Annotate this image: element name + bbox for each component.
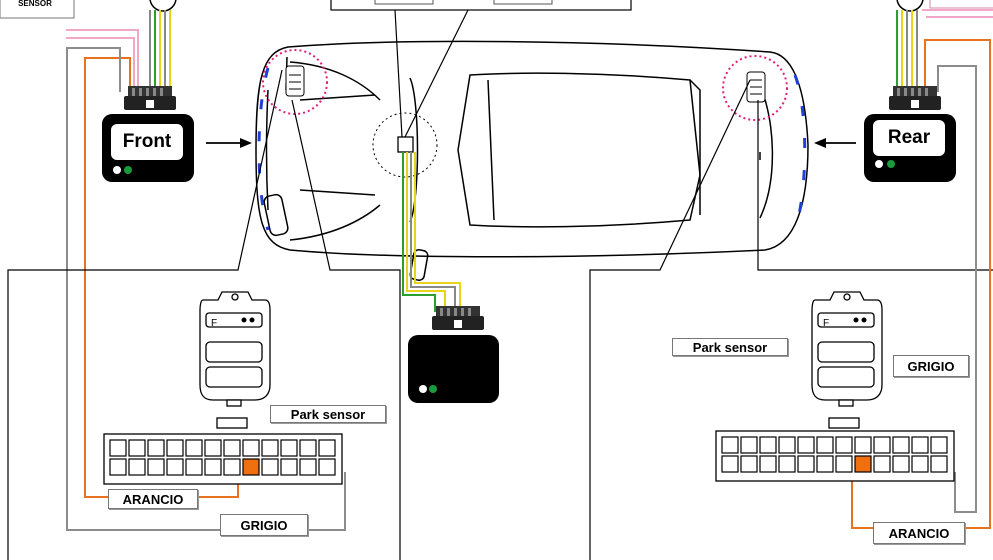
right-pin-pin (873, 436, 891, 454)
right-pin-pin (759, 455, 777, 473)
left-pin-pin (223, 439, 241, 457)
right-pin-connector (715, 430, 955, 482)
left-pin-pin (147, 458, 165, 476)
left-pin-pin (242, 439, 260, 457)
right-pin-pin (892, 436, 910, 454)
left-pin-pin (185, 458, 203, 476)
right-pin-pin (816, 455, 834, 473)
top-callout-box (330, 0, 632, 11)
callout-lines (7, 9, 993, 560)
left-pin-pin (166, 458, 184, 476)
right-pin-pin (930, 455, 948, 473)
left-sensor-round (149, 0, 177, 12)
right-pin-pin (911, 436, 929, 454)
left-pin-connector (103, 433, 343, 485)
left-grey-wire (66, 47, 346, 531)
rear-ecu-highlight (722, 55, 788, 121)
left-pin-pin (318, 458, 336, 476)
left-pin-pin (299, 458, 317, 476)
svg-text:F: F (211, 318, 217, 329)
right-pin-pin (797, 455, 815, 473)
right-pin-pin (816, 436, 834, 454)
right-pin-pin (721, 436, 739, 454)
arancio-label-right: ARANCIO (873, 522, 965, 544)
right-pin-pin (873, 455, 891, 473)
left-pin-pin (166, 439, 184, 457)
grigio-label-left: GRIGIO (220, 514, 308, 536)
left-pin-pin (299, 439, 317, 457)
left-pin-pin (204, 458, 222, 476)
park-sensor-label-left: Park sensor (270, 405, 386, 423)
left-pin-pin (147, 439, 165, 457)
park-sensor-label-right: Park sensor (672, 338, 788, 356)
sensor-tag: SENSOR (0, 0, 75, 19)
right-pin-pin (911, 455, 929, 473)
left-pin-pin (318, 439, 336, 457)
left-pin-pin (109, 458, 127, 476)
sensor-tag-text: SENSOR (18, 0, 52, 8)
left-orange-wire (84, 57, 239, 498)
center-wire-bundle (402, 152, 461, 312)
center-junction (397, 136, 414, 153)
left-pin-pin (223, 458, 241, 476)
front-module-label: Front (111, 124, 183, 160)
right-pin-pin (835, 436, 853, 454)
left-pin-pin (280, 458, 298, 476)
rear-module-label: Rear (873, 120, 945, 156)
center-module (408, 306, 499, 403)
left-pin-pin (261, 439, 279, 457)
left-park-sensor-unit (199, 291, 271, 429)
left-pin-pin (261, 458, 279, 476)
right-pin-pin (835, 455, 853, 473)
right-orange-wire (851, 39, 991, 529)
arancio-label-left: ARANCIO (108, 489, 198, 509)
left-pin-pin (109, 439, 127, 457)
left-pin-pin (242, 458, 260, 476)
left-pin-pin (204, 439, 222, 457)
right-pin-pin (721, 455, 739, 473)
left-wire-bundle (66, 10, 171, 90)
right-grey-wire (937, 65, 977, 513)
front-led-green (124, 166, 132, 174)
right-pin-pin (778, 455, 796, 473)
front-ecu-small (285, 65, 305, 97)
right-pin-pin (797, 436, 815, 454)
left-pin-pin (128, 458, 146, 476)
grigio-label-right: GRIGIO (893, 355, 969, 377)
svg-text:F: F (823, 318, 829, 329)
right-park-sensor-unit (811, 291, 883, 429)
rear-ecu-small (746, 71, 766, 103)
front-led-white (113, 166, 121, 174)
right-pin-pin (854, 455, 872, 473)
left-pin-pin (185, 439, 203, 457)
right-pin-pin (854, 436, 872, 454)
right-pin-pin (930, 436, 948, 454)
right-pin-pin (759, 436, 777, 454)
right-pin-pin (778, 436, 796, 454)
left-pin-pin (128, 439, 146, 457)
right-sensor-round (896, 0, 924, 12)
right-pin-pin (892, 455, 910, 473)
right-top-tag (929, 0, 993, 9)
left-pin-pin (280, 439, 298, 457)
right-pin-pin (740, 455, 758, 473)
right-wire-bundle (896, 9, 993, 90)
right-pin-pin (740, 436, 758, 454)
center-junction-highlight (372, 112, 438, 178)
